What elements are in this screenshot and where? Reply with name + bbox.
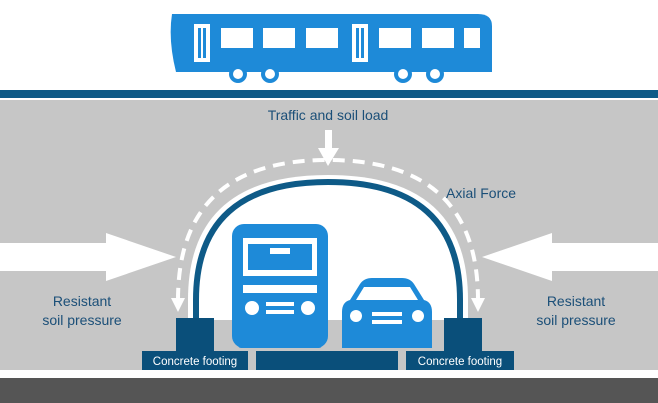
left-pressure-label-line2: soil pressure [42,312,122,328]
ground-edge [0,370,658,378]
train-icon [170,14,492,83]
top-load-label: Traffic and soil load [268,107,389,123]
axial-force-arrowhead-right [471,298,485,312]
left-footing-label-box [142,351,248,370]
left-pressure-label-line1: Resistant [53,293,111,309]
right-pressure-label-line1: Resistant [547,293,605,309]
right-footing-label: Concrete footing [418,356,502,368]
right-footing-block [444,318,482,352]
left-pressure-arrow [0,233,176,281]
left-footing-block [176,318,214,352]
surface-line [0,90,658,98]
right-footing-label-box [406,351,514,370]
tunnel-arch [193,178,463,320]
car-icon [342,278,432,348]
axial-force-arrowhead-left [171,298,185,312]
ground-base [0,378,658,403]
road-slab [256,351,398,370]
top-load-arrow [318,130,339,166]
left-footing-label: Concrete footing [153,356,237,368]
truck-icon [232,224,328,348]
right-pressure-arrow [482,233,658,281]
axial-force-label: Axial Force [446,185,516,201]
right-pressure-label-line2: soil pressure [536,312,616,328]
